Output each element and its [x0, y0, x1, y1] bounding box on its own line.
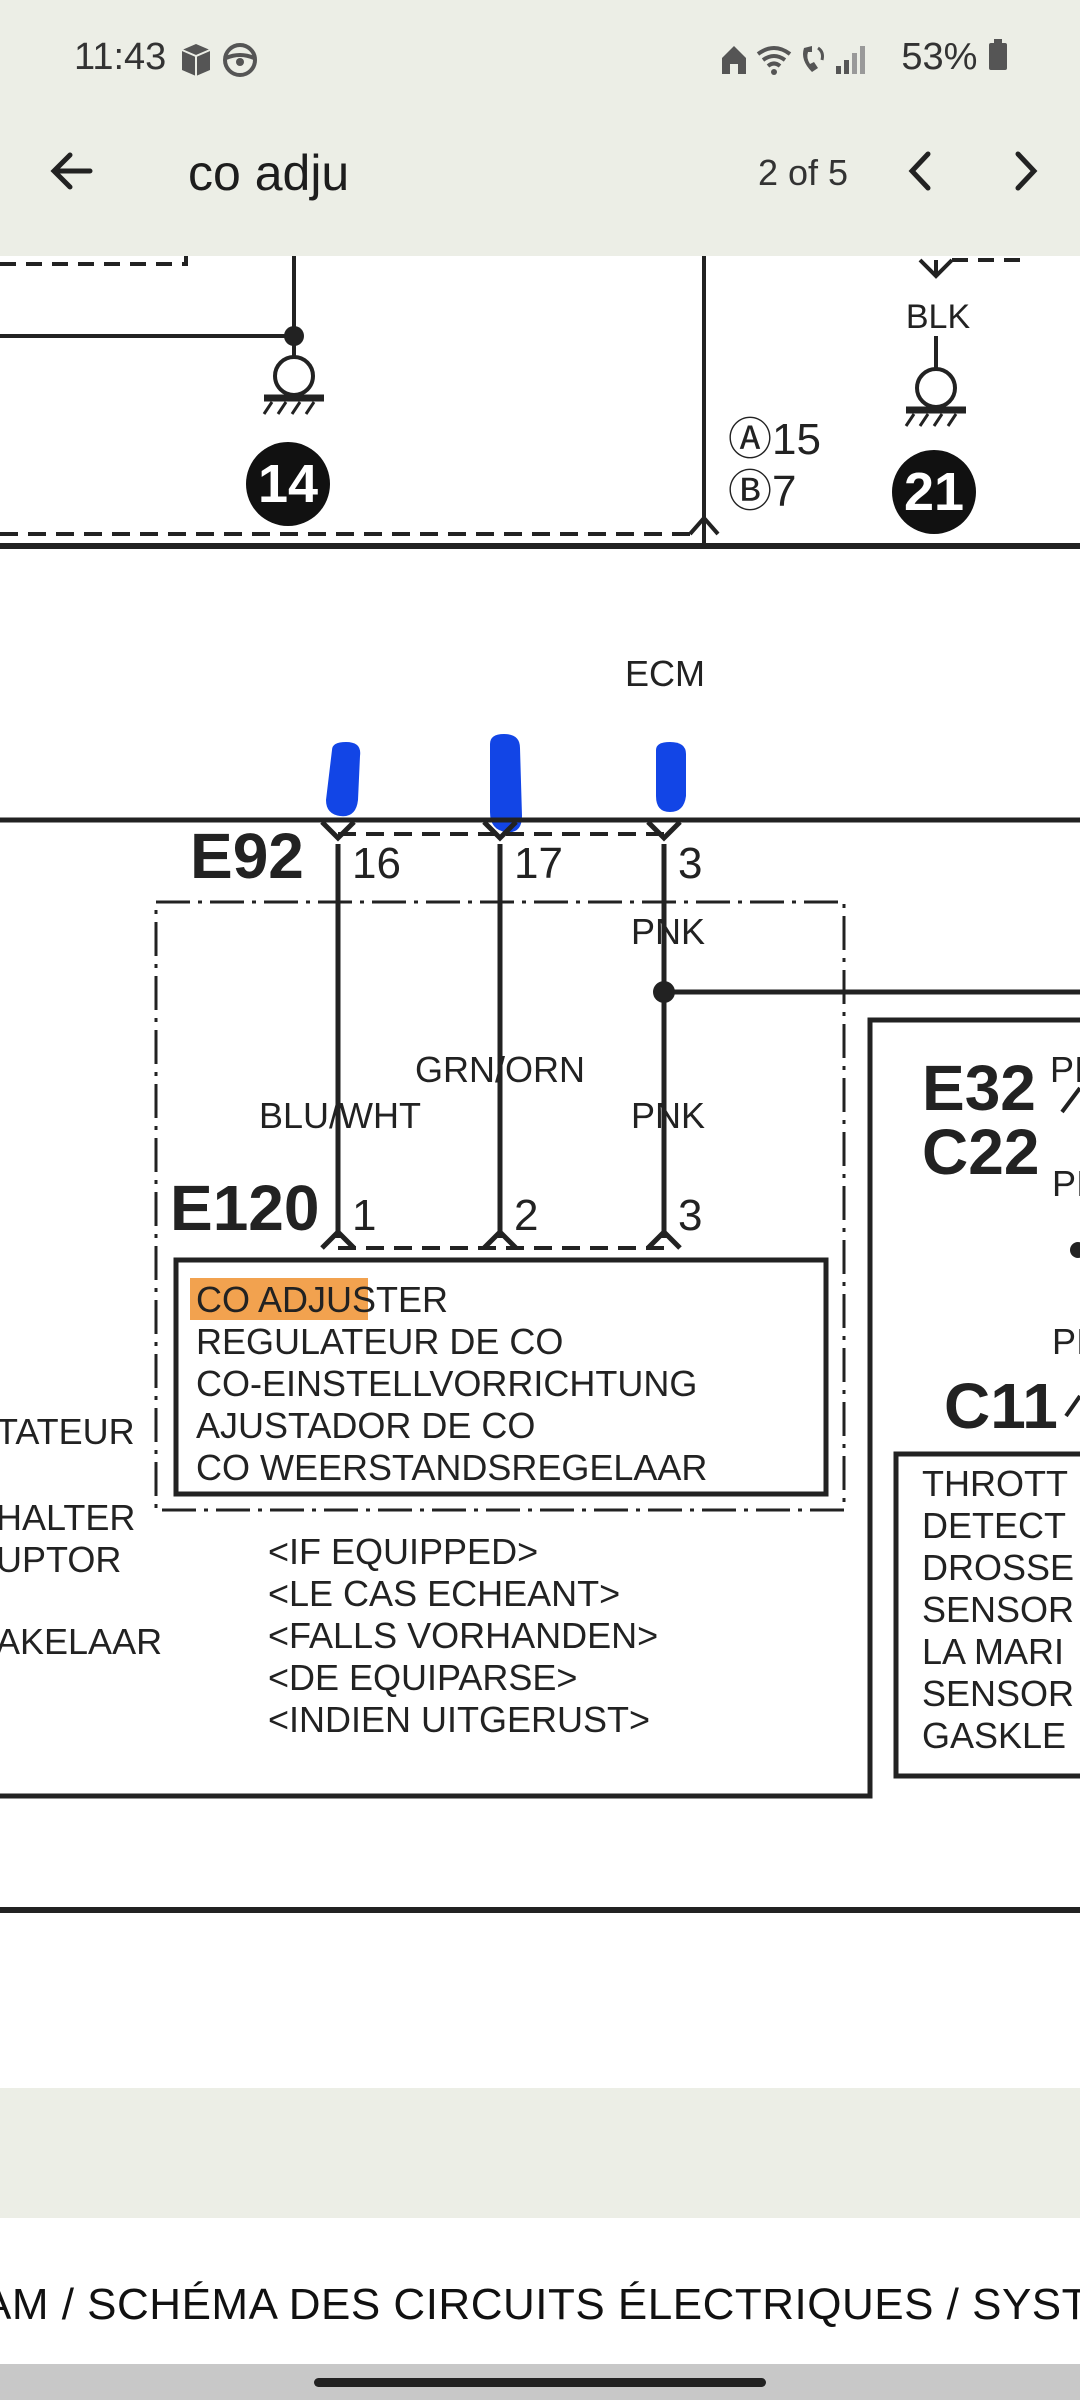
cut-box-line-2: DETECT [922, 1505, 1066, 1546]
match-remainder: STER [352, 1279, 448, 1320]
cut-pin-3: PI [1052, 1321, 1080, 1362]
pin-3-bottom: 3 [678, 1191, 702, 1240]
ecm-label: ECM [625, 653, 705, 694]
connector-e92: E92 [190, 820, 304, 892]
ground-21-label: 21 [904, 462, 964, 522]
next-match-button[interactable] [994, 140, 1056, 202]
condition-note-en: <IF EQUIPPED> [268, 1531, 538, 1572]
cut-box-line-1: THROTT [922, 1463, 1068, 1504]
gesture-nav-bar [0, 2364, 1080, 2400]
ground-14-label: 14 [258, 454, 318, 514]
highlighted-match: CO ADJU [196, 1279, 352, 1320]
find-query-text[interactable]: co adju [188, 145, 350, 201]
status-bar: 11:43 [0, 0, 1080, 88]
document-page[interactable]: 14 BLK 21 Ⓐ15 Ⓑ7 ECM [0, 256, 1080, 2088]
chevron-left-icon [908, 151, 931, 191]
connector-c22: C22 [922, 1116, 1039, 1188]
connector-e32: E32 [922, 1052, 1036, 1124]
connector-e120: E120 [170, 1172, 319, 1244]
status-battery: 53% [901, 36, 1008, 79]
component-name-nl: CO WEERSTANDSREGELAAR [196, 1447, 707, 1488]
ground-symbol-14: 14 [246, 355, 330, 526]
wire-color-pnk-bottom: PNK [631, 1095, 705, 1136]
cut-box-line-7: GASKLE [922, 1715, 1066, 1756]
pin-1: 1 [352, 1191, 376, 1240]
wiring-diagram: 14 BLK 21 Ⓐ15 Ⓑ7 ECM [0, 256, 1080, 1913]
reference-a: Ⓐ15 [728, 415, 821, 464]
status-left-icons [178, 40, 268, 85]
chevron-right-icon [1015, 151, 1038, 191]
match-count: 2 of 5 [758, 152, 849, 193]
wire-color-blk: BLK [906, 298, 971, 336]
cut-box-line-4: SENSOR [922, 1589, 1074, 1630]
status-right-icons [720, 40, 890, 85]
pin-16: 16 [352, 839, 401, 888]
connector-c11: C11 [944, 1370, 1058, 1442]
component-name-fr: REGULATEUR DE CO [196, 1321, 563, 1362]
reference-b: Ⓑ7 [728, 467, 796, 516]
back-button[interactable] [40, 138, 106, 204]
throttle-sensor-box [893, 1451, 1080, 1779]
previous-match-button[interactable] [890, 140, 952, 202]
wifi-call-icon [803, 46, 824, 72]
pin-2: 2 [514, 1191, 538, 1240]
cut-pin-1: PI [1050, 1049, 1080, 1090]
battery-percent: 53% [901, 36, 978, 78]
diagram-title: AM / SCHÉMA DES CIRCUITS ÉLECTRIQUES / S… [0, 2280, 1080, 2329]
condition-note-es: <DE EQUIPARSE> [268, 1657, 577, 1698]
status-time: 11:43 [74, 36, 167, 78]
cut-label-1: TATEUR [0, 1411, 135, 1452]
next-document-page[interactable]: AM / SCHÉMA DES CIRCUITS ÉLECTRIQUES / S… [0, 2218, 1080, 2364]
package-icon [181, 44, 211, 76]
cut-box-line-6: SENSOR [922, 1673, 1074, 1714]
cut-label-2: HALTER [0, 1497, 135, 1538]
wire-color-pnk-top: PNK [631, 911, 705, 952]
component-name-en: CO ADJUSTER [196, 1279, 448, 1320]
component-name-de: CO-EINSTELLVORRICHTUNG [196, 1363, 697, 1404]
find-in-page-toolbar: co adju 2 of 5 [0, 88, 1080, 256]
wire-color-grn-orn: GRN/ORN [415, 1049, 585, 1090]
cut-pin-2: PI [1052, 1163, 1080, 1204]
cut-box-line-3: DROSSE [922, 1547, 1074, 1588]
signal-icon [836, 46, 865, 74]
ground-symbol-21: 21 [892, 367, 976, 534]
wifi-icon [756, 46, 792, 75]
cut-box-line-5: LA MARI [922, 1631, 1064, 1672]
cut-label-3: UPTOR [0, 1539, 121, 1580]
home-icon [722, 46, 746, 74]
pin-3-top: 3 [678, 839, 702, 888]
wire-color-blu-wht: BLU/WHT [259, 1095, 421, 1136]
arrow-left-icon [50, 152, 93, 190]
condition-note-fr: <LE CAS ECHEANT> [268, 1573, 620, 1614]
home-gesture-handle[interactable] [314, 2378, 766, 2387]
search-highlight [190, 1278, 368, 1320]
annotation-marks [326, 734, 686, 833]
component-name-es: AJUSTADOR DE CO [196, 1405, 535, 1446]
page-gap [0, 2088, 1080, 2218]
condition-note-de: <FALLS VORHANDEN> [268, 1615, 658, 1656]
condition-note-nl: <INDIEN UITGERUST> [268, 1699, 650, 1740]
battery-icon [989, 39, 1007, 70]
steering-wheel-icon [223, 43, 257, 77]
pin-17: 17 [514, 839, 563, 888]
cut-label-4: AKELAAR [0, 1621, 162, 1662]
